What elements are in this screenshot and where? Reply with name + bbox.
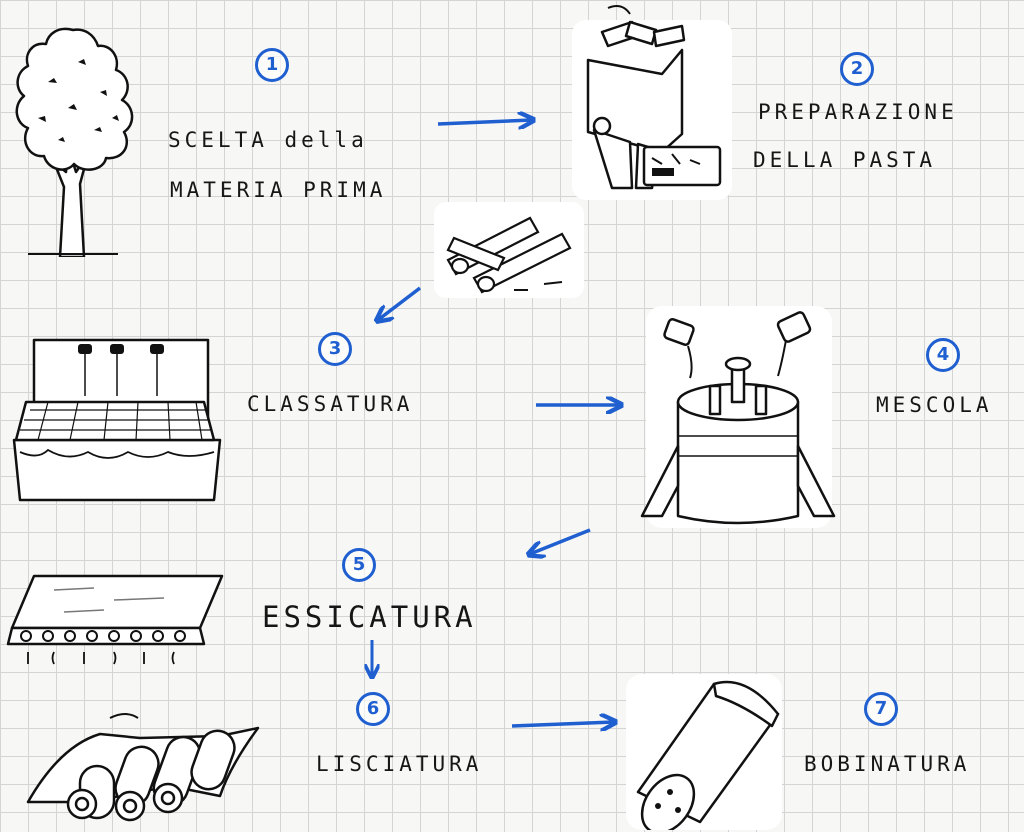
wood-chipper-icon [572,5,732,200]
step-4-badge: 4 [926,338,960,372]
tree-icon [15,27,134,257]
step-1-badge: 1 [255,48,289,82]
step-1-label-line-1: SCELTA della [168,128,368,152]
sieve-tank-icon [12,338,222,502]
calender-rollers-icon [26,713,260,822]
step-2-badge: 2 [840,52,874,86]
step-7-label: BOBINATURA [804,752,971,776]
step-5-label: ESSICATURA [262,600,477,634]
step-3-badge: 3 [318,332,352,366]
step-7-badge: 7 [864,692,898,726]
conveyor-dryer-icon [6,574,224,665]
step-2-label-line-1: PREPARAZIONE [758,100,958,124]
step-4-label: MESCOLA [876,393,993,417]
step-1-label-line-2: MATERIA PRIMA [170,178,387,202]
wood-logs-icon [434,202,584,298]
paper-roll-icon [626,674,782,830]
mixing-vat-icon [640,306,836,528]
step-3-label: CLASSATURA [247,392,414,416]
step-2-label-line-2: DELLA PASTA [753,148,937,172]
step-6-label: LISCIATURA [316,752,483,776]
step-6-badge: 6 [356,692,390,726]
step-5-badge: 5 [342,548,376,582]
